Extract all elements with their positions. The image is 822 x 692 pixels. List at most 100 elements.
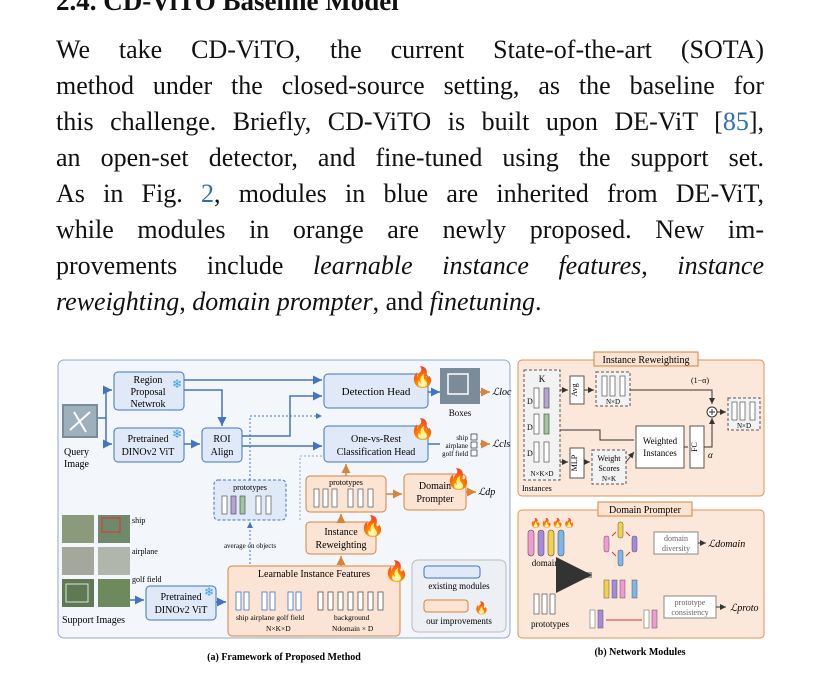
section-heading: 2.4. CD-ViTO Baseline Model (56, 0, 399, 16)
svg-text:ℒcls: ℒcls (492, 439, 510, 450)
svg-text:MLP: MLP (570, 454, 579, 471)
svg-text:Proposal: Proposal (131, 387, 166, 398)
svg-text:(1−α): (1−α) (691, 376, 709, 385)
svg-text:Instance: Instance (324, 527, 358, 538)
frozen-icon: ❄ (172, 377, 182, 391)
svg-text:FC: FC (690, 442, 699, 452)
support-label: Support Images (62, 615, 125, 626)
svg-text:airplane: airplane (132, 547, 158, 556)
frozen-icon: ❄ (172, 427, 182, 441)
para-line: an open-set detector, and fine-tuned usi… (56, 143, 764, 172)
diversity-diagram (603, 521, 638, 567)
svg-text:Learnable Instance Features: Learnable Instance Features (258, 569, 370, 580)
boxes-image (440, 368, 480, 404)
fire-icon: 🔥 (410, 365, 435, 389)
svg-text:ship: ship (132, 516, 145, 525)
svg-text:domains: domains (532, 558, 563, 568)
rpn-box (113, 371, 185, 411)
fire-icon: 🔥 (384, 559, 409, 583)
para-line: method under the closed-source setting, … (56, 71, 764, 100)
roi-align-box (201, 427, 243, 463)
para-line: We take CD-ViTO, the current State-of-th… (56, 35, 764, 64)
svg-text:prototypes: prototypes (531, 619, 569, 629)
svg-text:Boxes: Boxes (449, 408, 472, 418)
para-line: while modules in orange are newly propos… (56, 215, 764, 244)
svg-text:prototype: prototype (675, 598, 706, 607)
fire-icon: 🔥 (360, 514, 385, 538)
svg-text:🔥🔥🔥🔥: 🔥🔥🔥🔥 (530, 517, 575, 528)
svg-text:DINOv2 ViT: DINOv2 ViT (122, 447, 175, 458)
framework-figure: Query Image Region Proposal Netwrok ❄ Pr… (57, 351, 765, 663)
prototype-bars-right (533, 593, 556, 615)
svg-text:Prompter: Prompter (416, 494, 454, 505)
instance-bars (533, 387, 550, 463)
consistency-diagram (589, 579, 658, 629)
svg-text:N×D: N×D (606, 398, 620, 406)
svg-text:ℒloc: ℒloc (492, 387, 512, 398)
svg-text:Pretrained: Pretrained (160, 592, 201, 603)
svg-text:Weighted: Weighted (643, 436, 678, 446)
caption-a: (a) Framework of Proposed Method (207, 652, 361, 663)
svg-text:consistency: consistency (671, 608, 708, 617)
learnable-features-box (227, 565, 401, 637)
svg-text:ℒdp: ℒdp (478, 487, 495, 498)
ir-title: Instance Reweighting (603, 355, 690, 366)
citation-link[interactable]: 85 (722, 107, 749, 136)
caption-b: (b) Network Modules (594, 647, 685, 658)
svg-text:Pretrained: Pretrained (127, 434, 168, 445)
svg-text:K: K (539, 374, 546, 384)
svg-text:Instances: Instances (643, 448, 677, 458)
svg-text:Ndomain × D: Ndomain × D (332, 624, 374, 633)
svg-text:D: D (527, 449, 533, 458)
instance-feature-bars (235, 591, 384, 611)
figure-ref-link[interactable]: 2 (200, 179, 214, 208)
para-line: provements include learnable instance fe… (56, 251, 764, 280)
svg-text:Scores: Scores (598, 464, 619, 473)
svg-text:D: D (527, 423, 533, 432)
svg-text:diversity: diversity (662, 544, 690, 553)
fire-icon: 🔥 (474, 601, 489, 615)
domain-bars (527, 529, 565, 557)
detection-head-box (323, 373, 429, 409)
svg-text:ℒdomain: ℒdomain (708, 539, 745, 550)
svg-text:ship: ship (456, 434, 468, 442)
svg-text:Domain: Domain (419, 481, 451, 492)
dp-title: Domain Prompter (609, 505, 682, 516)
svg-text:N×D: N×D (737, 422, 751, 430)
svg-text:golf field: golf field (132, 575, 162, 584)
fire-icon: 🔥 (446, 467, 471, 491)
svg-text:N×K: N×K (602, 475, 616, 483)
svg-text:Image: Image (64, 459, 90, 470)
para-line: reweighting, domain prompter, and finetu… (56, 287, 542, 316)
frozen-icon: ❄ (204, 585, 214, 599)
query-image (62, 404, 98, 438)
svg-text:N×K×D: N×K×D (530, 470, 553, 478)
svg-text:Reweighting: Reweighting (315, 540, 366, 551)
svg-text:ship airplane golf field: ship airplane golf field (236, 613, 304, 622)
query-label: Query (64, 447, 89, 458)
svg-text:airplane: airplane (445, 442, 468, 450)
pretrained-box-2 (145, 585, 217, 621)
svg-text:domain: domain (664, 534, 688, 543)
svg-text:background: background (334, 613, 370, 622)
para-line: this challenge. Briefly, CD-ViTO is buil… (56, 107, 764, 136)
para-line: As in Fig. 2, modules in blue are inheri… (56, 179, 764, 208)
svg-text:existing modules: existing modules (428, 581, 490, 591)
svg-text:N×K×D: N×K×D (266, 624, 291, 633)
svg-text:ℒproto: ℒproto (730, 603, 759, 614)
svg-text:Classification Head: Classification Head (337, 447, 416, 458)
svg-text:D: D (527, 397, 533, 406)
svg-text:α: α (708, 450, 713, 460)
body-paragraph: We take CD-ViTO, the current State-of-th… (56, 32, 764, 320)
svg-text:Netwrok: Netwrok (131, 399, 166, 410)
fire-icon: 🔥 (410, 417, 435, 441)
svg-text:prototypes: prototypes (329, 478, 363, 487)
svg-text:Align: Align (211, 447, 234, 458)
svg-text:DINOv2 ViT: DINOv2 ViT (155, 605, 208, 616)
support-images (62, 515, 130, 607)
svg-text:Region: Region (134, 375, 163, 386)
svg-text:our improvements: our improvements (426, 616, 492, 626)
svg-text:Instances: Instances (522, 484, 552, 493)
svg-text:Detection Head: Detection Head (342, 386, 411, 398)
svg-text:golf field: golf field (442, 450, 468, 458)
